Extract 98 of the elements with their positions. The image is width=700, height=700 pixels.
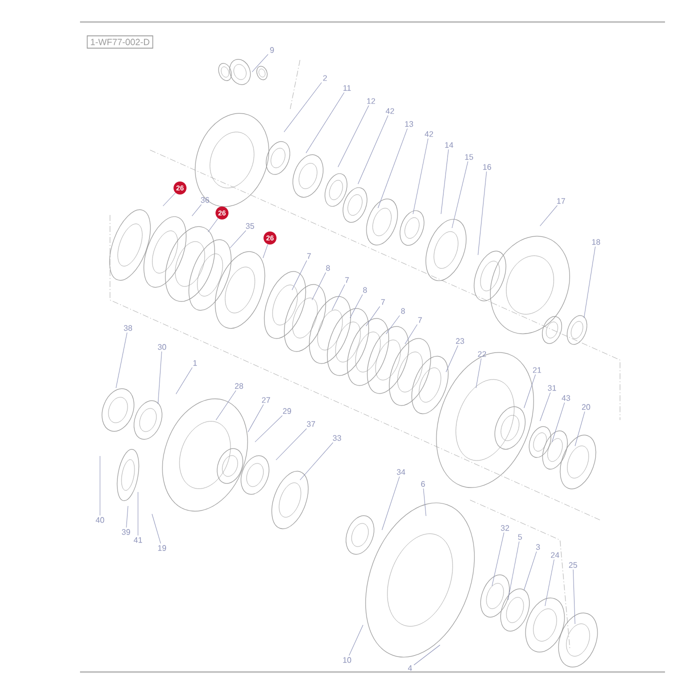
leader-line: [540, 392, 551, 422]
leader-line: [126, 506, 128, 528]
callout-number: 7: [307, 253, 311, 259]
callout-number: 22: [478, 351, 486, 357]
callout-number: 12: [367, 98, 376, 104]
callout-number: 34: [396, 469, 406, 475]
callout-number: 35: [246, 223, 254, 229]
leader-line: [162, 192, 176, 206]
callout-number: 30: [158, 344, 166, 350]
leader-line: [262, 244, 268, 258]
callout-number: 40: [96, 517, 104, 523]
leader-line: [176, 367, 193, 394]
callout-number: 8: [326, 265, 330, 271]
leader-line: [524, 374, 536, 408]
leader-line: [208, 218, 218, 232]
leader-line: [216, 390, 236, 420]
leader-line: [192, 204, 202, 216]
callout-number: 6: [421, 481, 425, 487]
leader-line: [540, 205, 558, 226]
leader-line: [386, 315, 400, 334]
callout-number: 23: [456, 338, 464, 344]
callout-number: 15: [465, 154, 474, 160]
leader-line: [284, 82, 322, 132]
callout-number: 37: [306, 421, 316, 427]
leader-line: [476, 358, 482, 388]
callout-number: 11: [343, 85, 351, 91]
callout-number: 43: [562, 395, 570, 401]
callout-number: 13: [405, 121, 414, 127]
leader-line: [423, 488, 426, 516]
leader-line: [544, 559, 554, 606]
leader-line: [414, 644, 440, 666]
callout-number: 39: [122, 529, 130, 535]
callout-number: 25: [568, 562, 578, 568]
leader-line: [378, 128, 408, 208]
leader-line: [366, 306, 380, 326]
leader-line: [116, 332, 128, 388]
leader-line: [440, 149, 449, 214]
callout-number: 27: [262, 397, 270, 403]
callout-number: 42: [424, 131, 434, 137]
callout-number: 42: [386, 108, 394, 114]
leader-line: [252, 54, 268, 72]
callout-number: 3: [536, 544, 540, 550]
leader-line: [300, 442, 334, 480]
leader-line: [508, 541, 520, 600]
callout-number: 29: [282, 408, 292, 414]
callout-number: 4: [408, 665, 412, 671]
callout-number: 19: [158, 545, 166, 551]
callout-number: 41: [134, 537, 142, 543]
leader-line: [292, 260, 308, 290]
callout-number: 8: [401, 308, 405, 314]
callout-number: 10: [343, 657, 352, 663]
callout-number: 7: [345, 277, 349, 283]
leader-line: [452, 161, 468, 228]
callout-number: 7: [418, 317, 422, 323]
callout-number: 5: [518, 534, 522, 540]
callout-number: 28: [234, 383, 244, 389]
leader-line: [276, 428, 307, 460]
leader-line: [332, 284, 346, 310]
leader-line: [158, 351, 162, 404]
callout-number: 31: [548, 385, 556, 391]
leader-line: [338, 105, 370, 168]
callout-number: 32: [500, 525, 510, 531]
callout-number: 36: [200, 197, 210, 203]
leader-line: [348, 624, 364, 656]
callout-number: 16: [483, 164, 492, 170]
callout-number: 20: [582, 404, 590, 410]
leader-line: [358, 115, 388, 184]
leader-line: [382, 476, 400, 530]
callout-number: 18: [592, 239, 600, 245]
leader-line: [404, 324, 418, 344]
leader-line: [412, 138, 428, 214]
leader-line: [248, 404, 264, 432]
callout-number: 2: [323, 75, 327, 81]
callout-number: 24: [550, 552, 560, 558]
leader-line: [152, 514, 161, 544]
leader-line: [350, 294, 363, 318]
callout-number: 17: [557, 198, 566, 204]
drawing-number: 1-WF77-002-D: [86, 35, 154, 49]
leader-line: [492, 532, 504, 586]
leader-line: [584, 246, 596, 318]
callout-number: 14: [445, 142, 454, 148]
leader-line: [574, 411, 585, 446]
leader-line: [254, 415, 283, 442]
leader-line: [572, 569, 576, 624]
callout-number: 9: [270, 47, 274, 53]
leader-line: [446, 345, 458, 372]
callout-number: 1: [193, 360, 197, 366]
callout-number: 38: [124, 325, 132, 331]
leader-line: [306, 92, 344, 154]
leader-line: [552, 402, 565, 442]
callout-number: 21: [532, 367, 542, 373]
callout-number: 7: [381, 299, 385, 305]
leader-line: [524, 551, 537, 590]
callout-number: 8: [363, 287, 367, 293]
leader-line: [478, 171, 487, 256]
callout-number: 33: [332, 435, 342, 441]
leader-line: [312, 272, 326, 300]
leader-line: [230, 230, 246, 248]
